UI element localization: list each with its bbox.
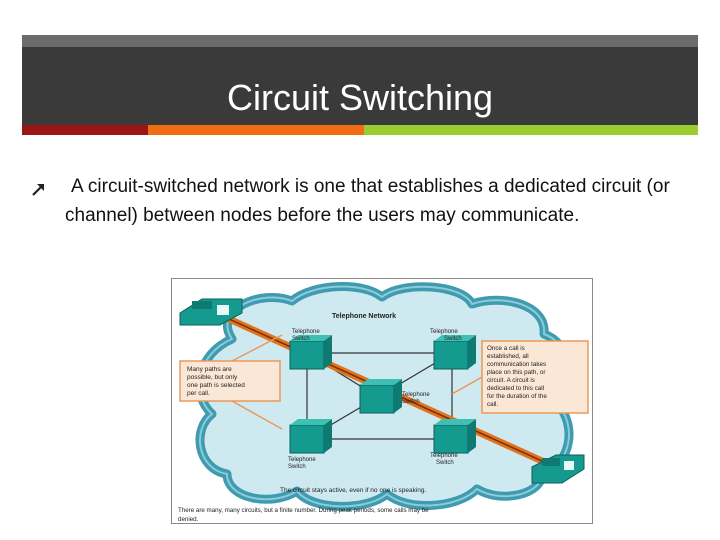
slide-title: Circuit Switching xyxy=(226,77,494,118)
switch-icon xyxy=(433,419,476,454)
switch-label: Switch xyxy=(402,399,420,405)
callout-right-line: place on this path, or xyxy=(487,369,545,376)
cloud-label: Telephone Network xyxy=(332,313,396,320)
switch-label: Telephone xyxy=(430,329,458,335)
callout-left: Many paths are possible, but only one pa… xyxy=(179,334,283,430)
bullet-text: A circuit-switched network is one that e… xyxy=(65,176,670,226)
switch-icon xyxy=(433,335,476,370)
switch-label: Telephone xyxy=(430,453,458,459)
caption-active: The circuit stays active, even if no one… xyxy=(280,487,427,494)
circuit-switching-diagram: Telephone Network Telephone Switch Telep… xyxy=(171,278,593,524)
callout-left-line: one path is selected xyxy=(187,382,245,389)
switch-label: Telephone xyxy=(288,457,316,463)
callout-left-line: per call. xyxy=(187,390,210,397)
diagram-canvas: Telephone Network Telephone Switch Telep… xyxy=(178,281,589,523)
callout-left-line: Many paths are xyxy=(187,366,232,373)
accent-stripe-orange xyxy=(148,125,364,135)
callout-right-line: communication takes xyxy=(487,361,546,368)
callout-left-line: possible, but only xyxy=(187,374,238,381)
callout-right-line: Once a call is xyxy=(487,345,525,352)
callout-right: Once a call is established, all communic… xyxy=(451,340,589,414)
telephone-icon xyxy=(179,298,243,326)
switch-label: Telephone xyxy=(402,392,430,398)
switch-icon xyxy=(359,379,402,414)
callout-right-line: circuit. A circuit is xyxy=(487,377,535,384)
switch-label: Switch xyxy=(436,460,454,466)
title-bar: Circuit Switching xyxy=(22,35,698,125)
switch-icon xyxy=(289,419,332,454)
callout-right-line: established, all xyxy=(487,353,529,360)
switch-label: Telephone xyxy=(292,329,320,335)
switch-label: Switch xyxy=(444,336,462,342)
caption-bottom-line: There are many, many circuits, but a fin… xyxy=(178,507,429,514)
switch-icon xyxy=(289,335,332,370)
switch-label: Switch xyxy=(288,464,306,470)
callout-right-line: call. xyxy=(487,401,498,408)
accent-stripe-red xyxy=(22,125,148,135)
telephone-icon xyxy=(531,454,585,484)
bullet-arrow-icon xyxy=(32,184,44,196)
caption-bottom-line: denied. xyxy=(178,516,199,523)
switch-label: Switch xyxy=(292,336,310,342)
callout-right-line: dedicated to this call xyxy=(487,385,544,392)
accent-stripe-green xyxy=(364,125,698,135)
callout-right-line: for the duration of the xyxy=(487,393,547,400)
